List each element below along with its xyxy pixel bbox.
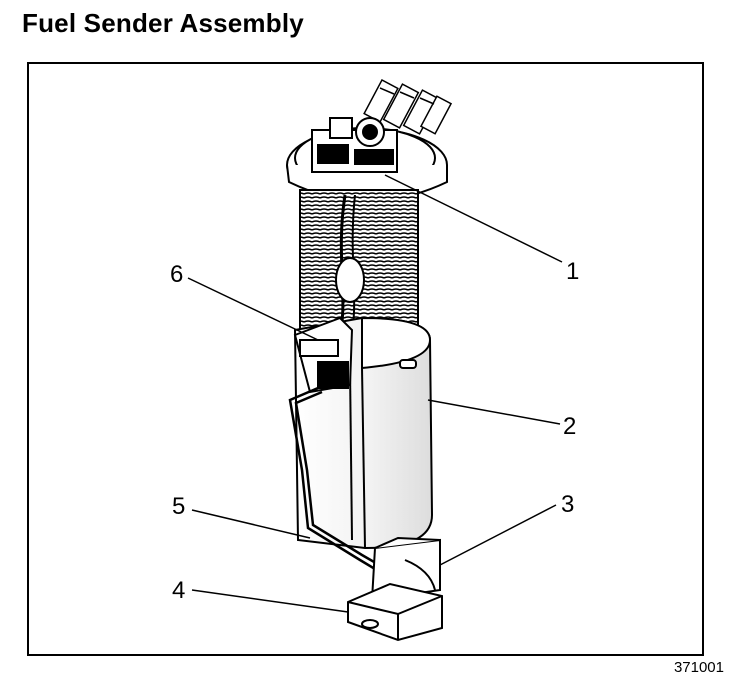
callout-6: 6	[170, 261, 183, 288]
callout-2: 2	[563, 413, 576, 440]
leader-line-3	[439, 504, 557, 566]
leader-line-5	[191, 509, 311, 539]
float	[347, 582, 443, 642]
illustration-frame	[27, 62, 704, 656]
fuel-line-fittings	[363, 78, 453, 135]
figure-id: 371001	[673, 659, 724, 676]
page-title: Fuel Sender Assembly	[22, 8, 304, 38]
leader-line-6	[187, 277, 319, 341]
leader-line-2	[427, 399, 561, 425]
callout-4: 4	[172, 577, 185, 604]
leader-line-1	[384, 174, 563, 263]
leader-line-4	[191, 589, 349, 613]
callout-1: 1	[566, 258, 579, 285]
sender-flange	[286, 117, 448, 202]
callout-5: 5	[172, 493, 185, 520]
callout-3: 3	[561, 491, 574, 518]
leader-lines	[187, 174, 563, 613]
float-arm	[288, 386, 389, 577]
